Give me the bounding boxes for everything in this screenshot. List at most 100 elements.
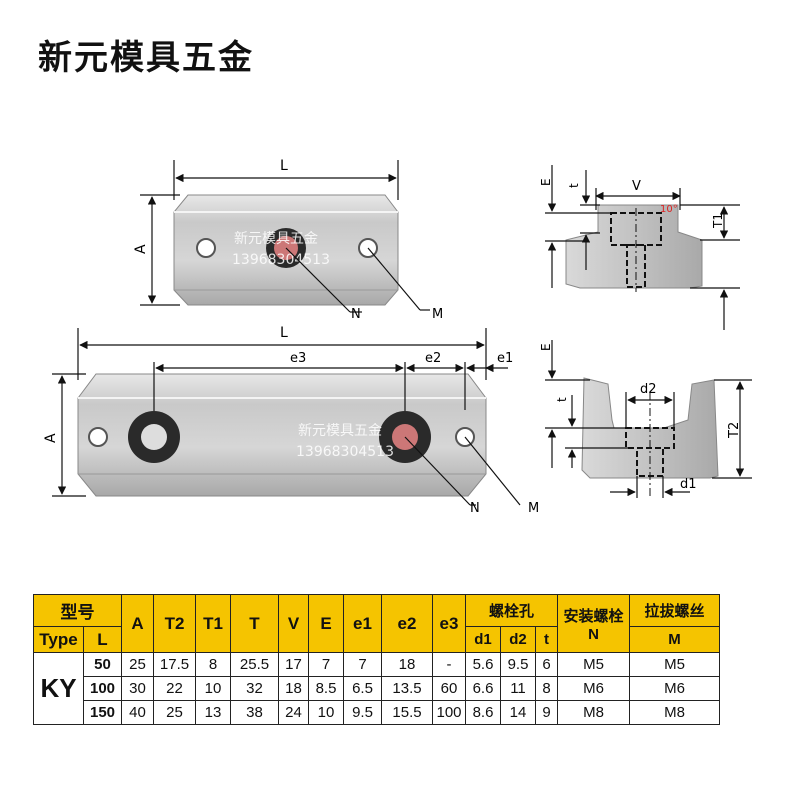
cell: 32 (230, 676, 279, 701)
label-A-top: A (133, 244, 149, 254)
label-N-top: N (351, 307, 361, 322)
table-row: KY 50 25 17.5 8 25.5 17 7 7 18 - 5.6 9.5… (33, 652, 720, 725)
cell: 18 (278, 676, 309, 701)
cell: 100 (83, 676, 122, 701)
cell: M5 (629, 652, 720, 677)
col-T: T (230, 594, 279, 653)
cell: 6.6 (465, 676, 501, 701)
col-e1: e1 (343, 594, 382, 653)
col-A: A (121, 594, 154, 653)
cell: 38 (230, 700, 279, 725)
cell: 10 (195, 676, 231, 701)
short-block-view: 新元模具五金 13968304513 (173, 194, 399, 306)
table-row: 100 30 22 10 32 18 8.5 6.5 13.5 60 6.6 1… (34, 676, 720, 701)
cell: 11 (500, 676, 536, 701)
label-d2: d2 (640, 382, 657, 397)
cell: 60 (432, 676, 466, 701)
cell: 17 (278, 652, 309, 677)
col-M: M (629, 626, 720, 653)
cell: 9.5 (500, 652, 536, 677)
watermark-4: 13968304513 (296, 444, 394, 460)
brand-title: 新元模具五金 (38, 38, 254, 78)
label-angle: 10° (660, 204, 678, 215)
label-E-top: E (539, 178, 553, 186)
col-e3: e3 (432, 594, 466, 653)
end-view-top (565, 204, 703, 292)
label-e1: e1 (497, 351, 513, 366)
label-e3: e3 (290, 351, 306, 366)
cell: 8 (195, 652, 231, 677)
watermark-2: 13968304513 (232, 252, 330, 268)
label-T2: T2 (727, 422, 742, 439)
bolt-hole-left-inner (141, 424, 167, 450)
type-name: KY (33, 652, 84, 725)
cell: 13.5 (381, 676, 433, 701)
cell: M8 (557, 700, 630, 725)
col-t: t (535, 626, 558, 653)
cell: 25.5 (230, 652, 279, 677)
table-row: 150 40 25 13 38 24 10 9.5 15.5 100 8.6 1… (34, 700, 720, 725)
cell: M5 (557, 652, 630, 677)
col-d2: d2 (500, 626, 536, 653)
cell: 6 (535, 652, 558, 677)
cell: M6 (629, 676, 720, 701)
label-t-bottom: t (555, 397, 569, 402)
label-V: V (632, 179, 641, 194)
cell: 7 (308, 652, 344, 677)
cell: 10 (308, 700, 344, 725)
pull-hole-left (196, 238, 216, 258)
col-d1: d1 (465, 626, 501, 653)
cell: 8.5 (308, 676, 344, 701)
spec-table: 型号 A T2 T1 T V E e1 e2 e3 螺栓孔 安装螺栓 N 拉拔螺… (33, 594, 720, 725)
cell: 15.5 (381, 700, 433, 725)
cell: 9.5 (343, 700, 382, 725)
label-M-bottom: M (528, 501, 539, 516)
col-T1: T1 (195, 594, 231, 653)
watermark-3: 新元模具五金 (298, 423, 382, 439)
header-model: 型号 (33, 594, 122, 627)
cell: 22 (153, 676, 196, 701)
label-T1: T1 (711, 213, 725, 229)
cell: 40 (121, 700, 154, 725)
label-N-bottom: N (470, 501, 480, 516)
header-type: Type (33, 626, 84, 653)
technical-drawing: 新元模具五金 13968304513 L A N M 新元模具五金 139683… (43, 158, 752, 516)
cell: 17.5 (153, 652, 196, 677)
cell: 5.6 (465, 652, 501, 677)
cell: 25 (153, 700, 196, 725)
label-L-bottom: L (280, 325, 288, 341)
cell: - (432, 652, 466, 677)
cell: 8 (535, 676, 558, 701)
col-V: V (278, 594, 309, 653)
label-L-top: L (280, 158, 288, 174)
cell: 9 (535, 700, 558, 725)
cell: 25 (121, 652, 154, 677)
cell: 24 (278, 700, 309, 725)
header-pull-bolt: 拉拔螺丝 (629, 594, 720, 627)
header-install-bolt: 安装螺栓 N (557, 594, 630, 653)
cell: 100 (432, 700, 466, 725)
cell: 7 (343, 652, 382, 677)
header-bolt-hole: 螺栓孔 (465, 594, 558, 627)
label-A-bottom: A (43, 433, 59, 443)
col-T2: T2 (153, 594, 196, 653)
label-d1: d1 (680, 477, 697, 492)
label-t-top: t (567, 183, 581, 188)
col-e2: e2 (381, 594, 433, 653)
cell: M8 (629, 700, 720, 725)
label-e2: e2 (425, 351, 441, 366)
cell: 6.5 (343, 676, 382, 701)
label-E-bottom: E (539, 343, 553, 351)
cell: 50 (83, 652, 122, 677)
cell: 13 (195, 700, 231, 725)
long-block-view: 新元模具五金 13968304513 (77, 373, 487, 497)
cell: 30 (121, 676, 154, 701)
header-L: L (83, 626, 122, 653)
label-M-top: M (432, 307, 443, 322)
watermark-1: 新元模具五金 (234, 231, 318, 247)
cell: 18 (381, 652, 433, 677)
cell: M6 (557, 676, 630, 701)
col-E: E (308, 594, 344, 653)
cell: 14 (500, 700, 536, 725)
cell: 8.6 (465, 700, 501, 725)
